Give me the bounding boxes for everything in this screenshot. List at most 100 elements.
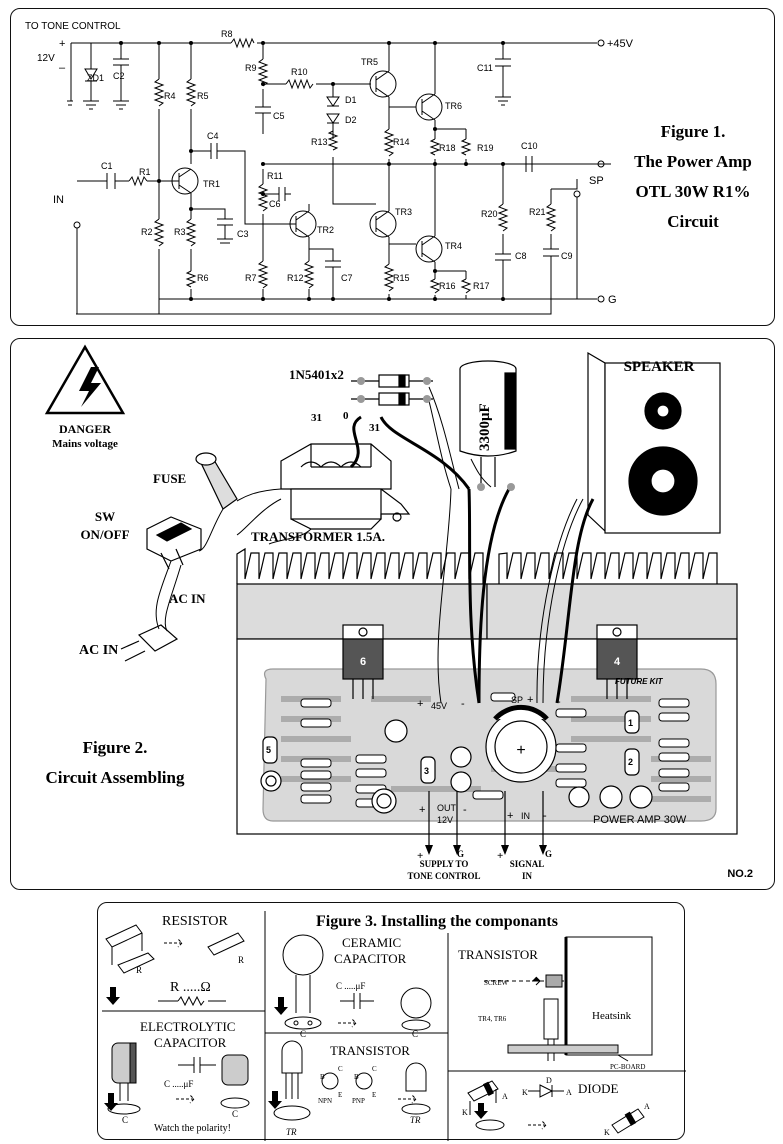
figure2-panel: 6 4 + 5 [10, 338, 775, 890]
ceramic-mark: C [300, 1029, 306, 1039]
figure1-title-line2: The Power Amp [634, 152, 752, 171]
transistor-left-number: 6 [360, 656, 366, 668]
figure1-title-line1: Figure 1. [661, 122, 726, 141]
diode-cell [467, 1080, 645, 1134]
supply-plus: + [417, 850, 423, 862]
electrolytic-mark: C [122, 1115, 128, 1125]
supply-label-line2: TONE CONTROL [407, 871, 480, 881]
ceramic-value: C .....μF [336, 981, 365, 991]
c9-label: C9 [561, 251, 573, 261]
in-terminal [73, 221, 81, 229]
r14-label: R14 [393, 137, 410, 147]
c11-label: C11 [477, 63, 493, 73]
r8-label: R8 [221, 29, 233, 39]
diode-k-symbol: K [522, 1088, 528, 1097]
r9-resistor [257, 58, 269, 87]
tr2-transistor [289, 210, 317, 238]
d2-label: D2 [345, 115, 357, 125]
ceramic-cell [282, 934, 432, 1031]
r17-label: R17 [473, 281, 490, 291]
r4-label: R4 [164, 91, 176, 101]
ceramic-title-line1: CERAMIC [342, 935, 401, 950]
board-resistors [300, 692, 690, 808]
mains-voltage-label: Mains voltage [52, 438, 118, 450]
tr3-transistor [369, 210, 397, 238]
npn-c: C [338, 1065, 343, 1073]
r9-label: R9 [245, 63, 257, 73]
signal-g: G [545, 849, 552, 859]
r10-resistor [285, 78, 314, 90]
module-1: 1 [628, 718, 633, 728]
tr1-label: TR1 [203, 179, 220, 189]
diode-a-symbol: A [566, 1088, 572, 1097]
r15-label: R15 [393, 273, 410, 283]
brand-label: FUTURE KIT [615, 677, 664, 686]
transformer-label: TRANSFORMER 1.5A. [251, 529, 385, 544]
tr6-label: TR6 [445, 101, 462, 111]
figure2-title-line2: Circuit Assembling [45, 768, 185, 787]
danger-label: DANGER [59, 422, 111, 436]
r10-label: R10 [291, 67, 308, 77]
zd1-zener [84, 68, 98, 82]
transistor-right: 4 [596, 624, 638, 699]
c10-label: C10 [521, 141, 538, 151]
c10-capacitor [466, 156, 597, 172]
npn-label: NPN [318, 1097, 332, 1105]
diode-title: DIODE [578, 1081, 618, 1096]
c1-capacitor [106, 173, 116, 189]
pnp-c: C [372, 1065, 377, 1073]
tap-31b: 31 [369, 422, 380, 434]
diode-a-part: A [502, 1092, 508, 1101]
signal-plus: + [497, 850, 503, 862]
transistor-right-number: 4 [614, 656, 621, 668]
diode-k-part: K [462, 1108, 468, 1117]
electrolytic-cell [107, 1042, 250, 1115]
r17-resistor [460, 278, 472, 294]
r2-resistor [153, 218, 165, 247]
figure1-panel: TO TONE CONTROL 12V + – +45V IN SP G ZD1… [10, 8, 775, 326]
r3-resistor [185, 218, 197, 247]
c11-capacitor [495, 43, 511, 106]
d1-label: D1 [345, 95, 357, 105]
board-in-minus: - [543, 810, 547, 822]
schematic-diagram: TO TONE CONTROL 12V + – +45V IN SP G ZD1… [25, 21, 752, 315]
r21-resistor [545, 203, 557, 232]
capacitor-value: 3300μF [477, 403, 493, 451]
plus-sign: + [59, 38, 65, 50]
tr4-tr6-label: TR4, TR6 [478, 1015, 507, 1023]
resistor-value: R .....Ω [170, 980, 211, 995]
c7-capacitor [309, 248, 341, 299]
diode-d-symbol: D [546, 1076, 552, 1085]
speaker-label: SPEAKER [624, 359, 695, 375]
resistor-mark: R [136, 965, 142, 975]
module-5: 5 [266, 745, 271, 755]
to-tone-control-label: TO TONE CONTROL [25, 21, 121, 32]
pc-board-label: PC-BOARD [610, 1063, 645, 1071]
ac-plug [120, 624, 179, 662]
r21-label: R21 [529, 207, 546, 217]
electrolytic-value: C .....μF [164, 1079, 193, 1089]
r14-resistor [383, 128, 395, 157]
d1-d2-diodes [326, 96, 340, 124]
npn-b: B [320, 1073, 325, 1081]
tr-mark: TR [286, 1127, 297, 1137]
tap-0: 0 [343, 410, 349, 422]
transistor-left: 6 [342, 624, 384, 699]
figure2-title-line1: Figure 2. [83, 738, 148, 757]
ac-in-label: AC IN [169, 591, 206, 606]
r2-label: R2 [141, 227, 153, 237]
pnp-e: E [372, 1091, 376, 1099]
tr4-label: TR4 [445, 241, 462, 251]
board-45v-plus: + [417, 698, 423, 710]
in-label: IN [53, 194, 64, 206]
r11-label: R11 [267, 171, 283, 181]
diode-k-bent: K [604, 1128, 610, 1137]
signal-label-line2: IN [522, 871, 533, 881]
installing-diagram: RESISTOR R .....Ω R R CERAMIC CAPACITOR … [102, 911, 686, 1141]
g-label: G [608, 294, 617, 306]
rectifier-diodes [351, 374, 433, 406]
c5-label: C5 [273, 111, 285, 121]
board-sp-label: SP [511, 695, 523, 705]
r8-resistor [230, 37, 255, 49]
diode-a-bent: A [644, 1102, 650, 1111]
